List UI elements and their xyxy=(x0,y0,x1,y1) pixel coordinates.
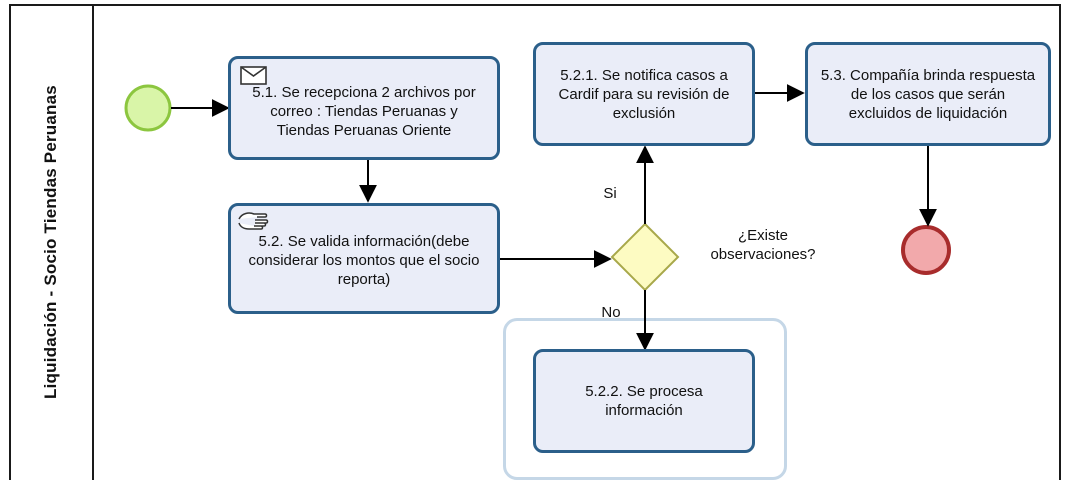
task-5-3-label: 5.3. Compañía brinda respuesta de los ca… xyxy=(820,66,1036,122)
task-5-2-1-label: 5.2.1. Se notifica casos a Cardif para s… xyxy=(558,66,730,122)
task-5-2[interactable]: 5.2. Se valida información(debe consider… xyxy=(228,203,500,314)
task-5-3[interactable]: 5.3. Compañía brinda respuesta de los ca… xyxy=(805,42,1051,146)
end-event xyxy=(901,225,951,275)
task-5-2-1[interactable]: 5.2.1. Se notifica casos a Cardif para s… xyxy=(533,42,755,146)
lane-divider xyxy=(92,4,94,480)
start-event xyxy=(124,84,172,132)
gateway-no-label: No xyxy=(601,304,621,321)
task-5-2-2[interactable]: 5.2.2. Se procesa información xyxy=(533,349,755,453)
task-5-1-label: 5.1. Se recepciona 2 archivos por correo… xyxy=(252,83,476,139)
task-5-2-label: 5.2. Se valida información(debe consider… xyxy=(248,233,480,288)
envelope-icon xyxy=(240,66,267,90)
hand-icon xyxy=(237,209,269,238)
gateway-question: ¿Existe observaciones? xyxy=(710,227,816,263)
gateway-yes-label: Si xyxy=(603,185,617,202)
gateway-diamond[interactable] xyxy=(610,222,680,292)
task-5-1[interactable]: 5.1. Se recepciona 2 archivos por correo… xyxy=(228,56,500,160)
pool xyxy=(9,4,1061,480)
task-5-2-2-label: 5.2.2. Se procesa información xyxy=(585,383,703,419)
